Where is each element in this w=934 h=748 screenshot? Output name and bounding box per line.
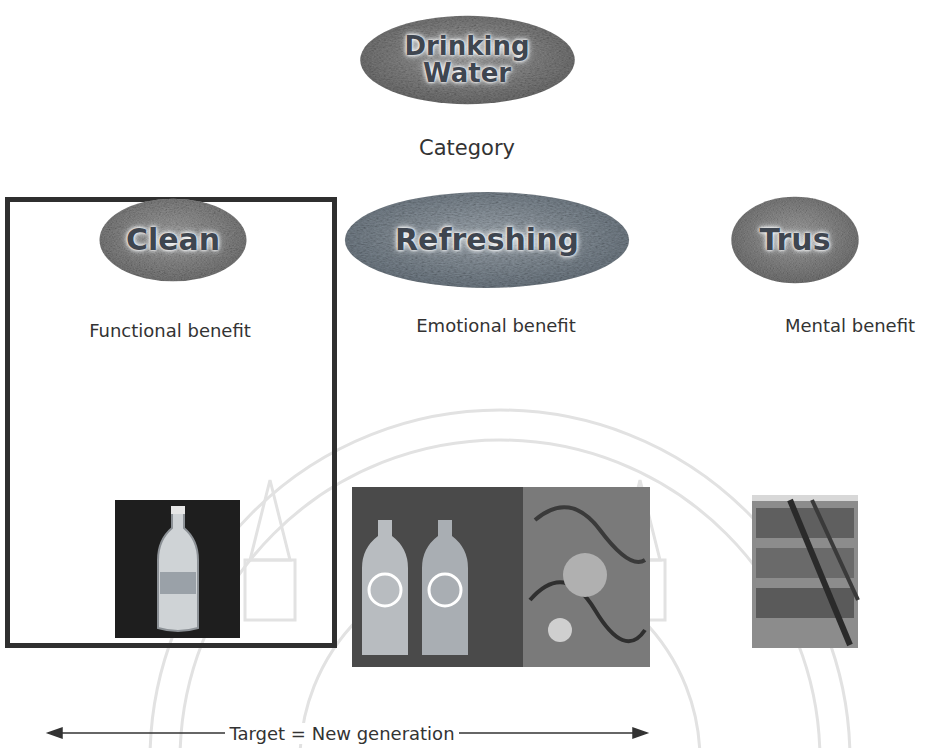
ellipse-label: Clean bbox=[126, 224, 220, 256]
ellipse-label: Drinking Water bbox=[392, 33, 542, 88]
ellipse-label: Trus bbox=[759, 224, 830, 256]
target-label: Target = New generation bbox=[225, 723, 458, 744]
benefit-label: Emotional benefit bbox=[416, 315, 576, 336]
benefit-ellipse: Trus bbox=[730, 195, 860, 285]
benefit-ellipse: Refreshing bbox=[342, 190, 632, 290]
benefit-ellipse: Drinking Water bbox=[358, 14, 577, 106]
ellipse-label: Refreshing bbox=[395, 224, 579, 256]
benefit-label: Category bbox=[419, 136, 515, 160]
refreshing-photos bbox=[352, 487, 650, 667]
shelf-photo bbox=[752, 495, 858, 648]
benefit-label: Mental benefit bbox=[785, 315, 915, 336]
watermark bbox=[150, 410, 850, 748]
bottle-photo bbox=[115, 500, 240, 638]
benefit-ellipse: Clean bbox=[98, 197, 248, 283]
benefit-label: Functional benefit bbox=[89, 320, 251, 341]
benefit-frame: Functional benefit Clean bbox=[5, 197, 337, 648]
